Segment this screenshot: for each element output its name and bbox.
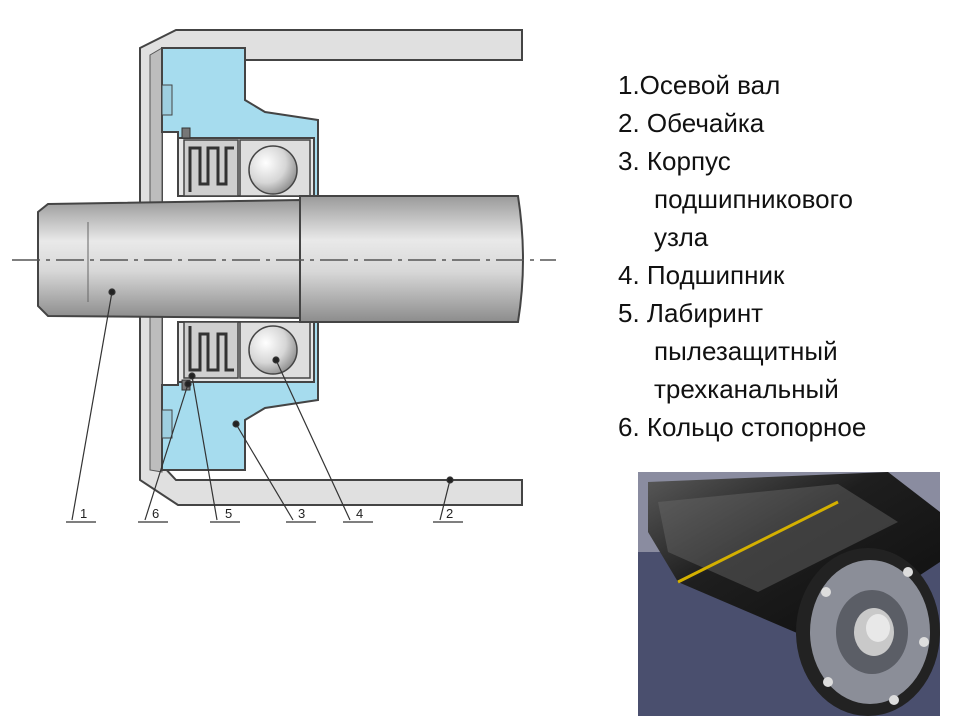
legend-item-5-line-3: трехканальный <box>654 374 839 404</box>
legend-item-5: 5. Лабиринт <box>618 298 764 328</box>
callout-1: 1 <box>80 506 87 521</box>
callout-4: 4 <box>356 506 363 521</box>
callout-2: 2 <box>446 506 453 521</box>
bearing-top <box>177 127 315 197</box>
legend-item-5-line-2: пылезащитный <box>654 336 838 366</box>
legend-item-3-line-2: подшипникового <box>654 184 853 214</box>
legend-item-2: 2. Обечайка <box>618 108 765 138</box>
bearing-bottom <box>177 321 315 391</box>
legend-item-3-line-3: узла <box>654 222 709 252</box>
legend-item-6: 6. Кольцо стопорное <box>618 412 867 442</box>
callout-3: 3 <box>298 506 305 521</box>
legend-item-3: 3. Корпус <box>618 146 731 176</box>
roller-photo <box>638 472 940 716</box>
legend-item-4: 4. Подшипник <box>618 260 785 290</box>
axle-shaft <box>37 195 524 323</box>
callout-5: 5 <box>225 506 232 521</box>
callout-numbers: 1 6 5 3 4 2 <box>80 506 453 521</box>
parts-legend: 1.Осевой вал 2. Обечайка 3. Корпус подши… <box>618 66 866 446</box>
callout-6: 6 <box>152 506 159 521</box>
leader-lines <box>66 288 463 523</box>
legend-item-1: 1.Осевой вал <box>618 70 781 100</box>
